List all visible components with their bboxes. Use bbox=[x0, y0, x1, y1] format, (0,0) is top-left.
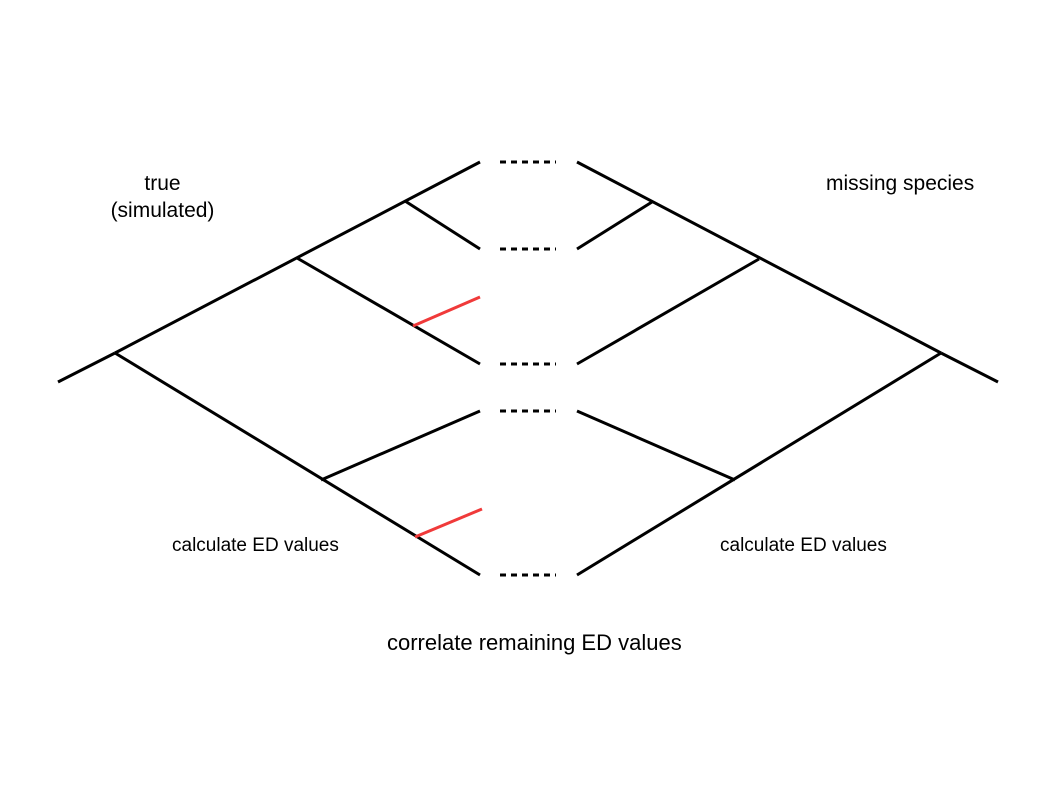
true-label-line1: true bbox=[144, 172, 181, 195]
correlate-label: correlate remaining ED values bbox=[387, 630, 682, 655]
left-pruned-branch-lower bbox=[414, 507, 483, 539]
missing-species-label: missing species bbox=[826, 172, 975, 195]
left-tree bbox=[57, 160, 483, 577]
right-tree bbox=[576, 160, 999, 577]
calculate-ed-left-label: calculate ED values bbox=[172, 535, 339, 556]
right-branch-tip-4 bbox=[576, 409, 736, 482]
true-label-line2: (simulated) bbox=[110, 199, 215, 222]
left-root-stem bbox=[57, 351, 116, 384]
calculate-ed-right-label: calculate ED values bbox=[720, 535, 887, 556]
right-upper-trunk bbox=[576, 160, 942, 355]
left-pruned-branch-upper bbox=[412, 295, 481, 328]
left-lower-trunk bbox=[114, 351, 481, 577]
left-branch-tip-2 bbox=[404, 199, 481, 251]
right-root-stem bbox=[940, 351, 999, 384]
true-simulated-label: true (simulated) bbox=[95, 170, 230, 224]
left-branch-tip-4 bbox=[320, 409, 481, 482]
right-branch-tip-3 bbox=[576, 257, 760, 366]
tip-connectors bbox=[500, 160, 556, 577]
right-branch-tip-2 bbox=[576, 200, 653, 251]
left-branch-tip-3 bbox=[296, 256, 481, 366]
right-lower-trunk bbox=[576, 351, 942, 577]
